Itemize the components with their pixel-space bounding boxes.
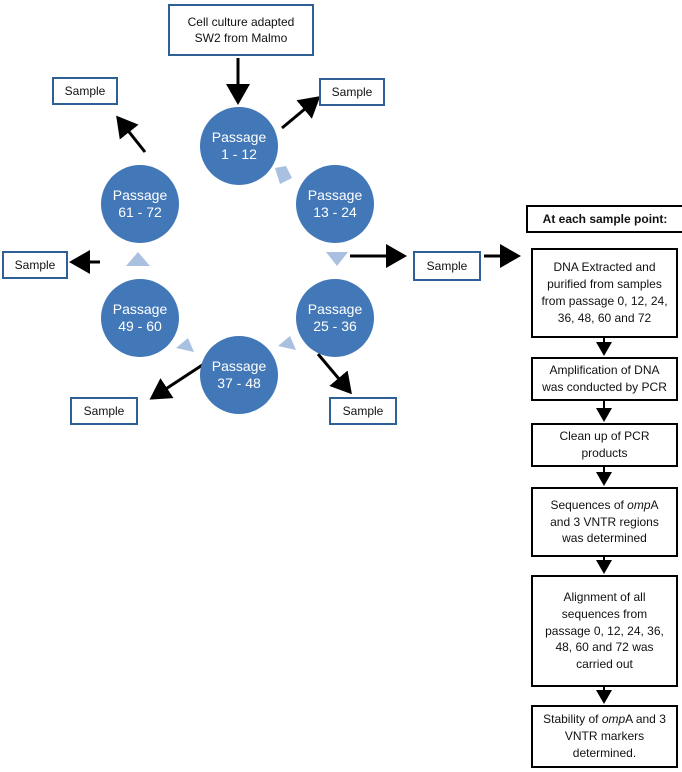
flow-step-1: DNA Extracted and purified from samples … <box>531 248 678 338</box>
passage-label: Passage <box>112 300 168 317</box>
sample-box-top-right: Sample <box>319 78 385 106</box>
passage-label: Passage <box>307 300 363 317</box>
sample-box-top-left: Sample <box>52 77 118 105</box>
connector-p4-p5 <box>176 338 194 352</box>
flow-step-6: Stability of ompA and 3 VNTR markers det… <box>531 705 678 768</box>
passage-label: Passage <box>307 186 363 203</box>
arrow-p3-to-sample-br <box>316 353 352 395</box>
passage-circle-1: Passage 1 - 12 <box>200 107 278 185</box>
passage-range: 25 - 36 <box>313 318 357 334</box>
passage-circle-5: Passage 49 - 60 <box>101 279 179 357</box>
flow-step-2: Amplification of DNA was conducted by PC… <box>531 357 678 401</box>
flow-step-4-post: A and 3 VNTR regions was determined <box>550 497 659 546</box>
passage-circle-2: Passage 13 - 24 <box>296 165 374 243</box>
passage-range: 61 - 72 <box>118 204 162 220</box>
connector-p2-p3 <box>326 252 348 266</box>
sample-box-bottom-left: Sample <box>70 397 138 425</box>
flow-step-6-pre: Stability of <box>543 712 602 727</box>
passage-circle-4: Passage 37 - 48 <box>200 336 278 414</box>
passage-label: Passage <box>211 357 267 374</box>
passage-range: 49 - 60 <box>118 318 162 334</box>
passage-range: 37 - 48 <box>217 375 261 391</box>
flow-step-6-em: omp <box>601 712 626 727</box>
arrow-p1-to-sample-tr <box>281 96 321 130</box>
sample-box-left: Sample <box>2 251 68 279</box>
flow-step-3: Clean up of PCR products <box>531 423 678 467</box>
sample-box-bottom-right: Sample <box>329 397 397 425</box>
passage-circle-3: Passage 25 - 36 <box>296 279 374 357</box>
arrow-p6-to-sample-tl <box>116 115 147 153</box>
source-box: Cell culture adapted SW2 from Malmo <box>168 4 314 56</box>
connector-p1-p2 <box>275 166 292 184</box>
passage-range: 1 - 12 <box>221 146 257 162</box>
flow-step-6-post: A and 3 VNTR markers determined. <box>564 712 666 760</box>
passage-label: Passage <box>112 186 168 203</box>
passage-range: 13 - 24 <box>313 204 357 220</box>
flow-step-5: Alignment of all sequences from passage … <box>531 575 678 687</box>
flow-step-4-em: omp <box>627 497 651 512</box>
flow-step-4: Sequences of ompA and 3 VNTR regions was… <box>531 487 678 557</box>
passage-circle-6: Passage 61 - 72 <box>101 165 179 243</box>
sample-box-right: Sample <box>413 251 481 281</box>
passage-label: Passage <box>211 128 267 145</box>
flow-header: At each sample point: <box>526 205 682 233</box>
flow-step-4-pre: Sequences of <box>550 497 628 512</box>
connector-p5-p6 <box>126 252 150 266</box>
connector-p3-p4 <box>278 336 296 350</box>
